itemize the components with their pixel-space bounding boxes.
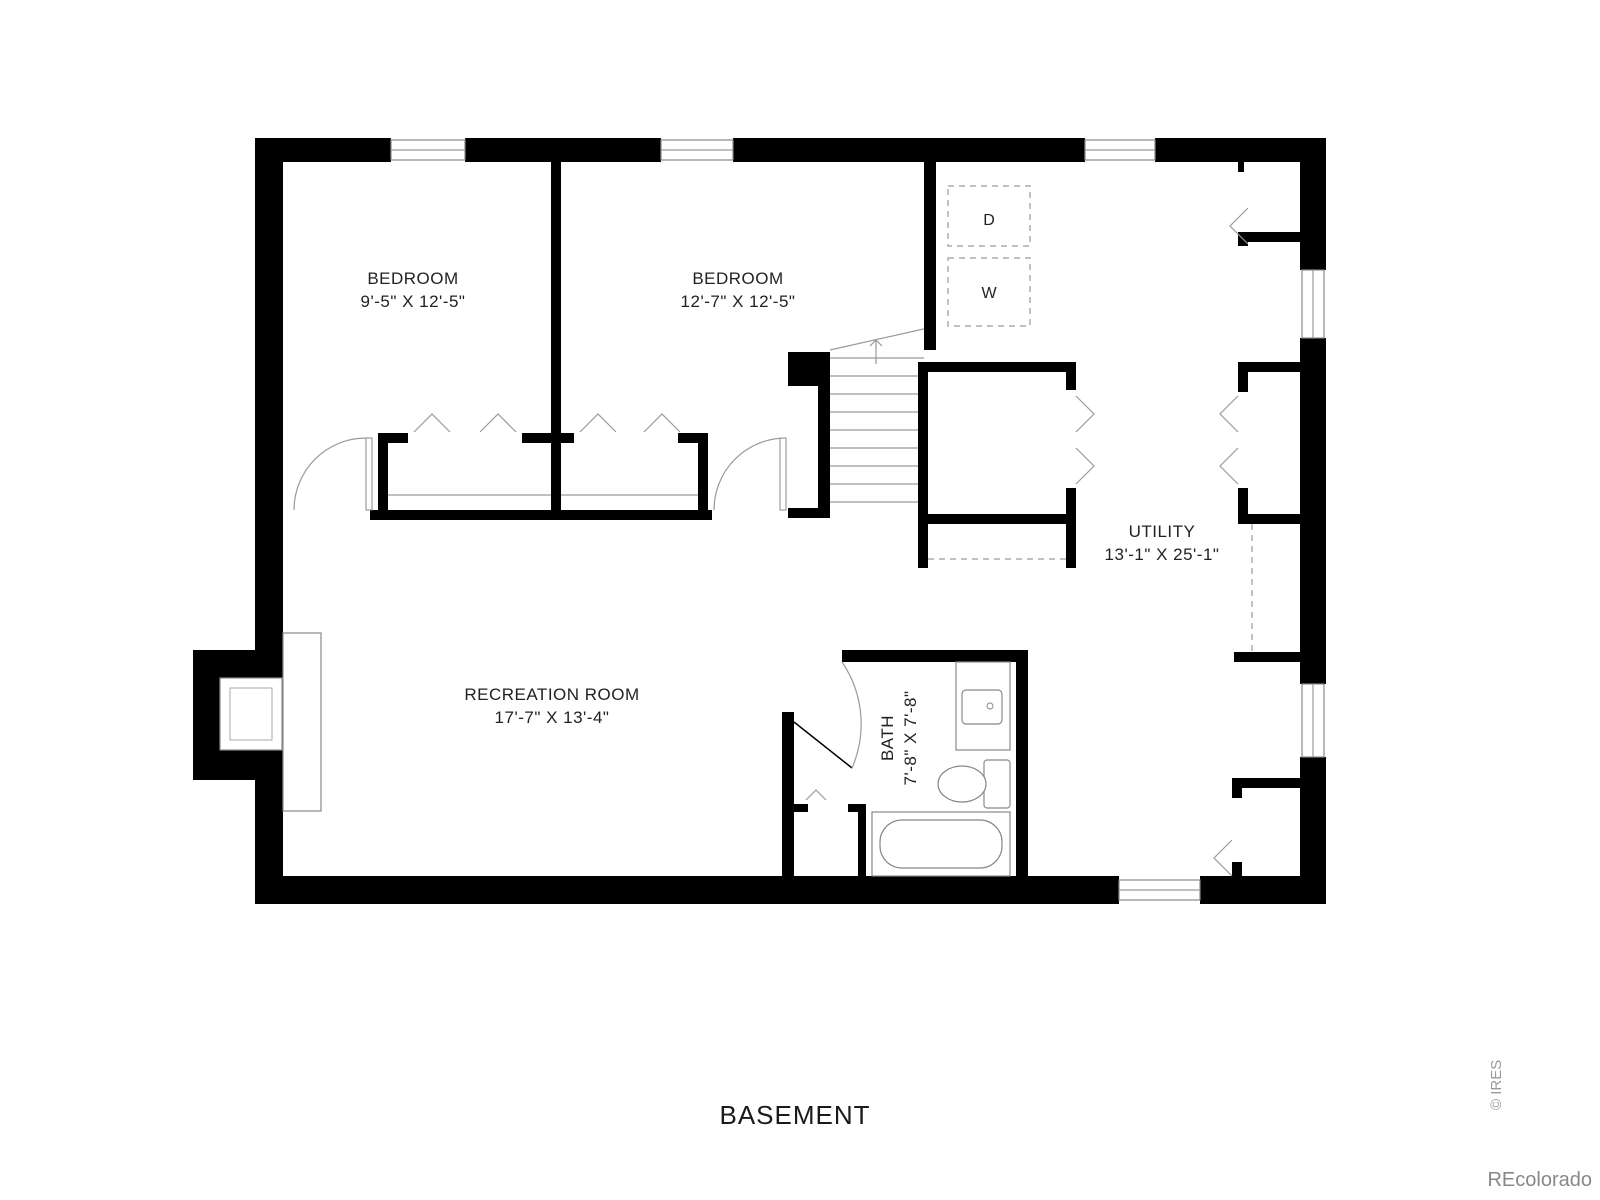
stair-post bbox=[788, 352, 830, 386]
wall-between-bedrooms bbox=[551, 162, 561, 517]
toilet-bowl bbox=[937, 765, 987, 803]
windows bbox=[390, 139, 1325, 901]
stair-side-wall bbox=[818, 386, 830, 516]
closet-jamb-left bbox=[378, 433, 408, 443]
stair-bottom-wall bbox=[788, 508, 830, 518]
linen-jamb-1 bbox=[794, 804, 808, 812]
watermark: © IRES bbox=[1488, 1059, 1505, 1110]
recreation-room-name: RECREATION ROOM bbox=[464, 685, 639, 704]
bedroom-2-name: BEDROOM bbox=[692, 269, 783, 288]
hearth bbox=[282, 632, 322, 812]
wall-bottom-2 bbox=[1200, 876, 1326, 904]
wall-bedroom-south bbox=[370, 510, 712, 520]
closet-jamb-right bbox=[678, 433, 708, 443]
wall-top-4 bbox=[1155, 138, 1326, 162]
closet-wall-right bbox=[698, 433, 708, 515]
utility-walls bbox=[918, 162, 1300, 878]
washer bbox=[947, 257, 1031, 327]
chimney-flue bbox=[219, 677, 283, 751]
exterior-walls bbox=[193, 138, 1326, 904]
wall-left-upper bbox=[255, 138, 283, 650]
stairs bbox=[788, 327, 929, 518]
linen-wall bbox=[858, 804, 866, 878]
closet-e1-south bbox=[1238, 514, 1300, 524]
room-labels: BEDROOM 9'-5" X 12'-5" BEDROOM 12'-7" X … bbox=[361, 212, 1220, 786]
bathtub bbox=[871, 811, 1011, 877]
utility-name: UTILITY bbox=[1129, 522, 1196, 541]
wall-laundry bbox=[924, 162, 936, 350]
wall-storage-south bbox=[918, 514, 1076, 524]
bedroom-1-size: 9'-5" X 12'-5" bbox=[361, 292, 466, 311]
wall-storage-west bbox=[918, 362, 928, 568]
dryer-label: D bbox=[983, 212, 995, 229]
bath-wall-north bbox=[842, 650, 1028, 662]
wall-right-1 bbox=[1300, 138, 1326, 270]
closet-nw-wall bbox=[1238, 232, 1300, 242]
closet-se-jamb-bottom bbox=[1232, 862, 1242, 878]
closet-e1-north bbox=[1238, 362, 1300, 372]
closet-e1-jamb-bottom bbox=[1238, 488, 1248, 524]
wall-storage-jamb-bottom bbox=[1066, 488, 1076, 568]
utility-size: 13'-1" X 25'-1" bbox=[1105, 545, 1220, 564]
bath-name: BATH bbox=[878, 715, 897, 761]
closet-jamb-center bbox=[522, 433, 574, 443]
bath-wall-west bbox=[782, 712, 794, 878]
bedroom-walls bbox=[293, 162, 787, 520]
closet-wall-left bbox=[378, 433, 388, 515]
closet-se-jamb-top bbox=[1232, 778, 1242, 798]
wall-storage-north bbox=[918, 362, 1076, 372]
wall-bottom-1 bbox=[255, 876, 1119, 904]
recreation-room-size: 17'-7" X 13'-4" bbox=[495, 708, 610, 727]
floor-title: BASEMENT bbox=[719, 1100, 871, 1130]
closet-nw-jamb bbox=[1238, 162, 1244, 172]
door-bedroom-2 bbox=[779, 437, 787, 511]
wall-right-2 bbox=[1300, 338, 1326, 684]
bathtub-basin bbox=[879, 819, 1003, 869]
wall-top-3 bbox=[733, 138, 1085, 162]
bath-wall-east bbox=[1016, 650, 1028, 878]
dryer bbox=[947, 185, 1031, 247]
sink bbox=[961, 689, 1003, 725]
closet-e1-jamb-top bbox=[1238, 362, 1248, 392]
closet-se-north bbox=[1232, 778, 1300, 788]
chimney-flue-inner bbox=[229, 687, 273, 741]
wall-storage-jamb-top bbox=[1066, 362, 1076, 390]
linen-jamb-2 bbox=[848, 804, 866, 812]
bath-size: 7'-8" X 7'-8" bbox=[901, 691, 920, 786]
bedroom-1-name: BEDROOM bbox=[367, 269, 458, 288]
laundry bbox=[947, 185, 1031, 327]
wall-utility-east-stub bbox=[1234, 652, 1300, 662]
bath-walls bbox=[782, 650, 1028, 878]
credit-logo: REcolorado bbox=[1487, 1169, 1592, 1191]
bedroom-2-size: 12'-7" X 12'-5" bbox=[681, 292, 796, 311]
door-bedroom-1 bbox=[365, 437, 373, 511]
toilet-tank bbox=[983, 759, 1011, 809]
washer-label: W bbox=[981, 285, 997, 302]
wall-top-2 bbox=[465, 138, 661, 162]
